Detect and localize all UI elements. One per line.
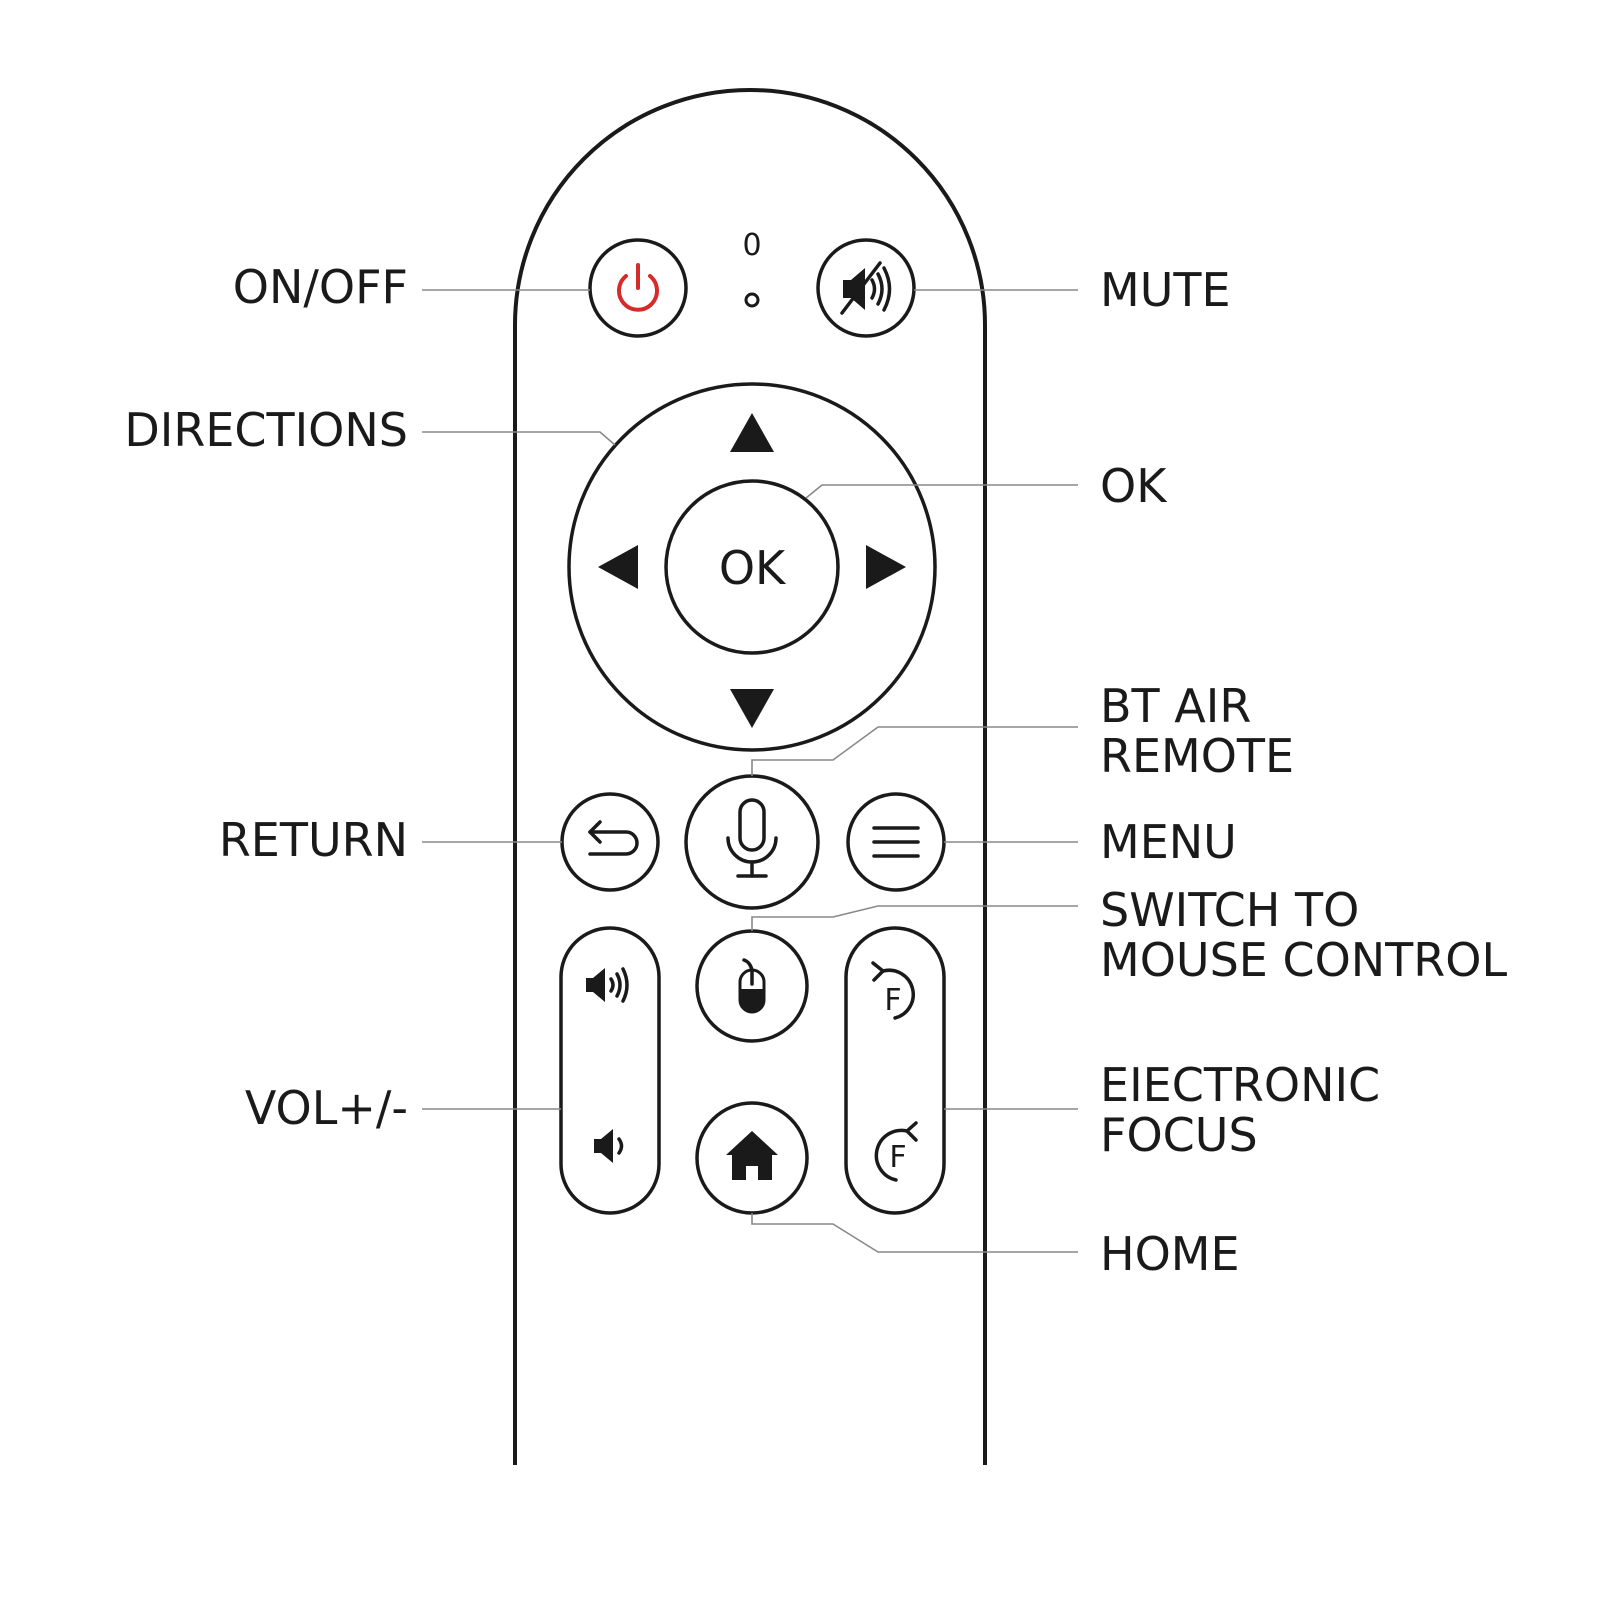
label-home: HOME [1100, 1227, 1240, 1281]
mouse-icon [738, 958, 766, 1014]
focus-plus-icon[interactable]: F [874, 1121, 918, 1182]
mute-button[interactable] [816, 238, 916, 338]
arrow-left-icon[interactable] [598, 545, 638, 589]
home-icon [726, 1131, 778, 1180]
volume-rocker [559, 926, 661, 1215]
label-ok: OK [1100, 459, 1168, 513]
focus-plus-letter: F [889, 1140, 906, 1175]
arrow-up-icon[interactable] [730, 413, 774, 452]
label-bt-air-line2: REMOTE [1100, 729, 1294, 783]
home-button[interactable] [695, 1101, 809, 1215]
indicator-light [744, 292, 760, 308]
label-directions: DIRECTIONS [124, 403, 408, 457]
arrow-right-icon[interactable] [866, 545, 906, 589]
remote-body [513, 88, 987, 1465]
power-icon [617, 263, 659, 312]
label-switch-mouse-line2: MOUSE CONTROL [1100, 933, 1507, 987]
label-focus-line1: EIECTRONIC [1100, 1058, 1380, 1112]
return-button[interactable] [560, 792, 660, 892]
label-vol: VOL+/- [245, 1081, 408, 1135]
label-mute: MUTE [1100, 263, 1231, 317]
label-return: RETURN [219, 813, 408, 867]
microphone-icon [726, 798, 778, 878]
mouse-control-button[interactable] [695, 929, 809, 1043]
focus-minus-icon[interactable]: F [871, 961, 915, 1020]
menu-button[interactable] [846, 792, 946, 892]
direction-pad: OK [567, 382, 937, 752]
focus-rocker: F F [844, 926, 946, 1215]
volume-down-icon[interactable] [594, 1129, 624, 1163]
ok-button-label: OK [719, 541, 787, 595]
label-focus-line2: FOCUS [1100, 1108, 1258, 1162]
leader-lines [422, 289, 1078, 1253]
ok-button[interactable]: OK [664, 479, 840, 655]
label-bt-air-line1: BT AIR [1100, 679, 1251, 733]
arrow-down-icon[interactable] [730, 689, 774, 728]
voice-button[interactable] [684, 774, 820, 910]
focus-minus-letter: F [884, 983, 901, 1018]
mute-icon [840, 261, 892, 315]
menu-icon [872, 826, 920, 858]
indicator-label: 0 [742, 228, 761, 263]
label-menu: MENU [1100, 815, 1237, 869]
label-switch-mouse-line1: SWITCH TO [1100, 883, 1359, 937]
power-button[interactable] [588, 238, 688, 338]
volume-up-icon[interactable] [586, 967, 629, 1003]
return-icon [588, 820, 639, 856]
label-on-off: ON/OFF [233, 260, 408, 314]
